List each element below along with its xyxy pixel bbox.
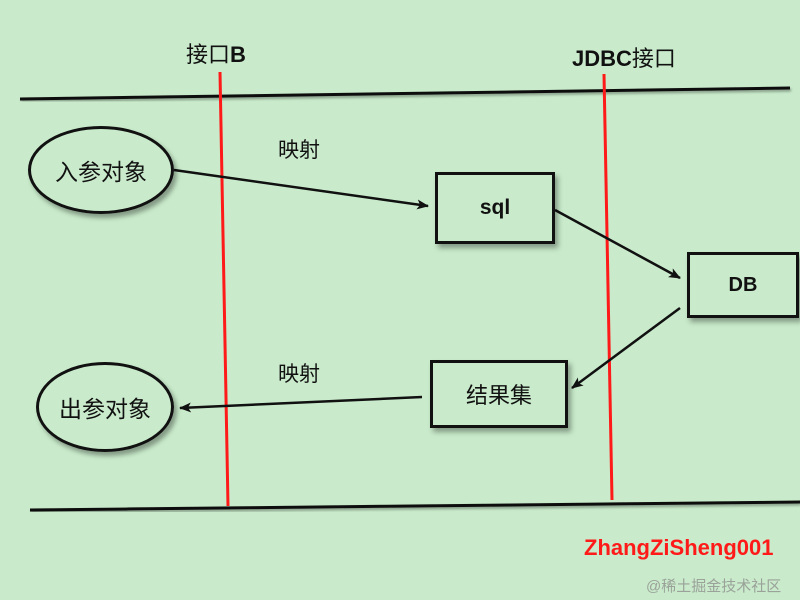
- sql-label: sql: [479, 196, 511, 219]
- interface-jdbc-line: [602, 73, 614, 501]
- input-object-label: 入参对象: [55, 159, 147, 185]
- watermark-text: @稀土掘金技术社区: [646, 578, 782, 595]
- arrow-sql-to-db: [554, 208, 681, 280]
- db-node: DB: [687, 252, 799, 318]
- author-signature: ZhangZiSheng001: [584, 535, 774, 560]
- input-object-node: 入参对象: [28, 126, 174, 214]
- db-label: DB: [728, 273, 758, 296]
- interface-b-prefix: 接口: [186, 42, 231, 67]
- sql-node: sql: [435, 172, 555, 244]
- top-boundary-line: [19, 86, 791, 101]
- interface-jdbc-label: JDBC接口: [572, 48, 676, 70]
- bottom-boundary-line: [29, 500, 800, 512]
- interface-jdbc-suffix: 接口: [631, 46, 676, 71]
- arrow-result-to-output: [179, 395, 423, 413]
- arrow-input-to-sql: [173, 168, 429, 210]
- mapping-label-top: 映射: [278, 139, 320, 162]
- interface-b-line: [218, 71, 230, 507]
- result-set-label: 结果集: [465, 383, 532, 408]
- interface-b-label: 接口B: [186, 44, 246, 66]
- mapping-label-bottom: 映射: [278, 363, 320, 386]
- interface-jdbc-prefix: JDBC: [572, 46, 632, 71]
- output-object-label: 出参对象: [59, 396, 151, 422]
- output-object-node: 出参对象: [36, 362, 174, 452]
- interface-b-suffix: B: [230, 42, 246, 67]
- result-set-node: 结果集: [430, 360, 568, 428]
- arrow-db-to-result: [571, 306, 681, 390]
